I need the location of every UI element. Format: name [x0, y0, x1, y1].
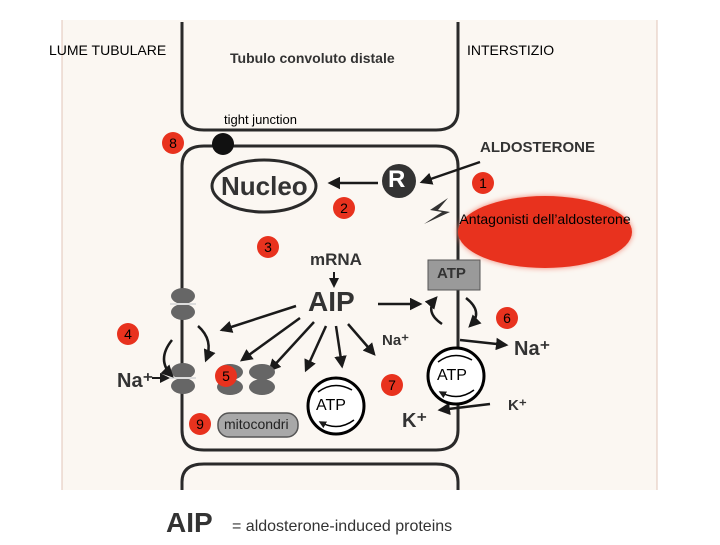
main-cell-membrane — [180, 144, 460, 452]
badge-4: 4 — [117, 323, 139, 345]
badge-9: 9 — [189, 413, 211, 435]
na-channel-lower — [170, 363, 196, 394]
pump-cycle-arrows — [424, 296, 443, 326]
footer-aip: AIP — [166, 507, 213, 538]
footer-definition: = aldosterone-induced proteins — [232, 518, 453, 535]
aldosterone-arrow — [419, 160, 481, 185]
aip-arrow-2 — [239, 316, 301, 362]
mitochondria-label: mitocondri — [224, 416, 289, 432]
aip-arrow-6 — [347, 323, 376, 356]
aip-arrow-4 — [304, 325, 328, 373]
badge-8: 8 — [162, 132, 184, 154]
badge-6: 6 — [496, 307, 518, 329]
nucleus-label: Nucleo — [221, 171, 308, 201]
atp-pump-label: ATP — [437, 265, 466, 282]
aldosterone-label: ALDOSTERONE — [480, 139, 596, 156]
atp-pump-box — [427, 259, 481, 291]
mrna-label: mRNA — [310, 250, 362, 269]
aip-arrow-3 — [268, 321, 315, 372]
antagonist-oval — [458, 196, 632, 268]
na-exit-arrow — [459, 337, 509, 351]
mitochondria-shape — [217, 412, 299, 438]
pump-cycle-arrows-right — [465, 297, 482, 328]
block-lightning-icon — [424, 198, 450, 224]
receptor-label: R — [388, 166, 406, 193]
atp-cycle-right-label: ATP — [437, 367, 467, 384]
aip-arrow-5 — [334, 325, 347, 369]
k-plus-label: K⁺ — [402, 410, 427, 432]
tight-junction-label: tight junction — [224, 112, 297, 127]
atp-cycle-left-label: ATP — [316, 397, 346, 414]
lower-cell-membrane — [180, 462, 460, 490]
segment-title: Tubulo convoluto distale — [230, 50, 395, 66]
badge-2: 2 — [333, 197, 355, 219]
na-interstitium-label: Na⁺ — [514, 338, 551, 360]
antagonist-label: Antagonisti dell’aldosterone — [458, 210, 632, 228]
badge-3: 3 — [257, 236, 279, 258]
badge-1: 1 — [472, 172, 494, 194]
vesicle-channel-2 — [249, 364, 275, 395]
atp-cycle-left-arrows — [318, 384, 355, 426]
na-channel-upper — [170, 288, 196, 320]
lumen-label: LUME TUBULARE — [49, 42, 167, 58]
aip-arrow-1 — [219, 304, 297, 333]
nucleus-shape — [210, 158, 318, 214]
na-lumen-label: Na⁺ — [117, 370, 154, 392]
na-plus-label: Na⁺ — [382, 332, 410, 349]
badge-5: 5 — [215, 365, 237, 387]
aip-label: AIP — [308, 286, 355, 317]
atp-cycle-right-arrows — [438, 354, 475, 396]
k-interstitium-label: K⁺ — [508, 397, 527, 414]
apical-cycle-right — [197, 325, 216, 363]
upper-cell-membrane — [180, 22, 460, 132]
interstitium-label: INTERSTIZIO — [467, 42, 555, 58]
antagonist-text: Antagonisti dell’aldosterone — [459, 211, 631, 227]
badge-7: 7 — [381, 374, 403, 396]
tight-junction-dot — [212, 133, 234, 155]
receptor-shape — [382, 164, 416, 198]
k-entry-arrow — [437, 402, 491, 416]
